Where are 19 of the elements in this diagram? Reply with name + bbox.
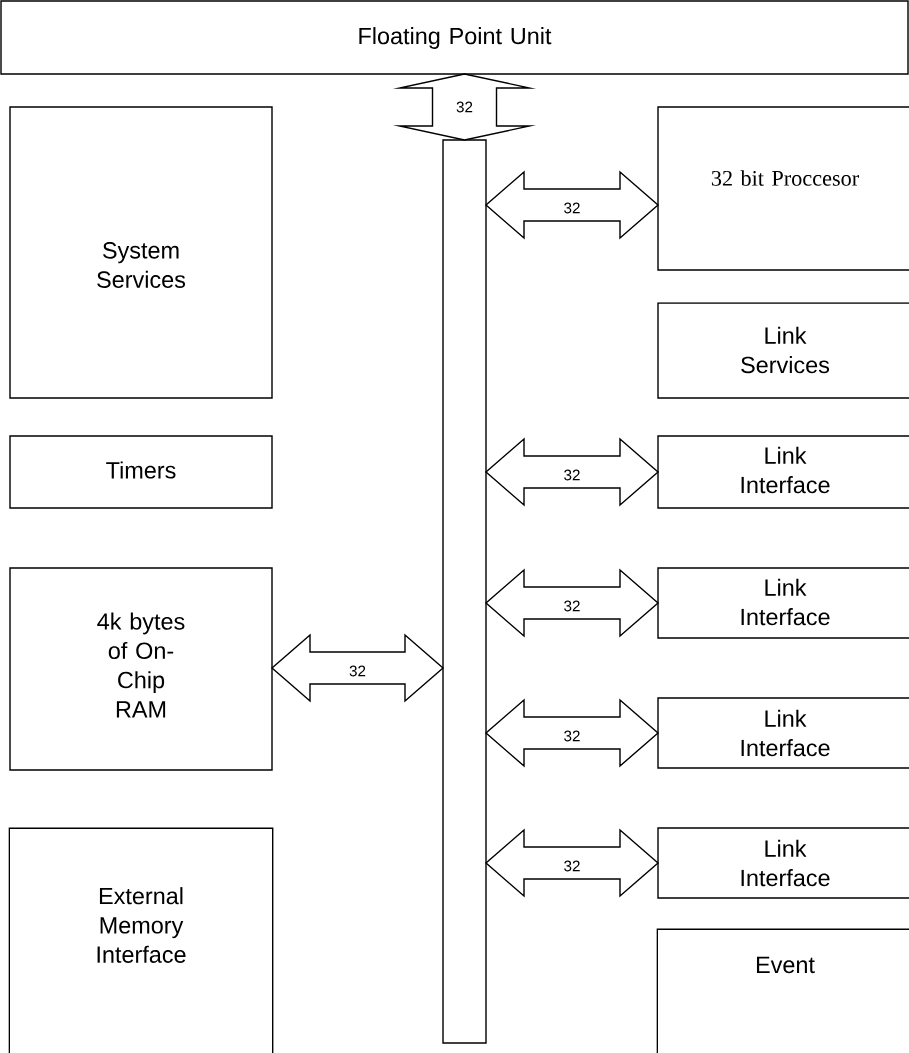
block-box: Timers bbox=[9, 435, 273, 509]
bus-bar bbox=[442, 139, 487, 1044]
block-arrow bbox=[392, 73, 537, 141]
edge-label: 32 bbox=[562, 599, 582, 613]
block-box: System Services bbox=[9, 106, 273, 399]
block-box: Link Services bbox=[657, 302, 909, 399]
block-box: 32 bit Proccesor bbox=[657, 106, 909, 271]
unit-box: Floating Point Unit bbox=[0, 0, 909, 75]
block-box: Link Interface bbox=[657, 567, 909, 639]
block-box: External Memory Interface bbox=[8, 827, 274, 1053]
block-box: Link Interface bbox=[657, 435, 909, 509]
edge-label: 32 bbox=[562, 201, 582, 215]
edge-label: 32 bbox=[562, 468, 582, 482]
edge-label: 32 bbox=[562, 729, 582, 743]
block-box: Link Interface bbox=[657, 827, 909, 899]
block-box: Link Interface bbox=[657, 697, 909, 769]
edge-label: 32 bbox=[562, 859, 582, 873]
block-box: Event bbox=[656, 928, 909, 1053]
block-box: 4k bytes of On-Chip RAM bbox=[9, 567, 273, 771]
